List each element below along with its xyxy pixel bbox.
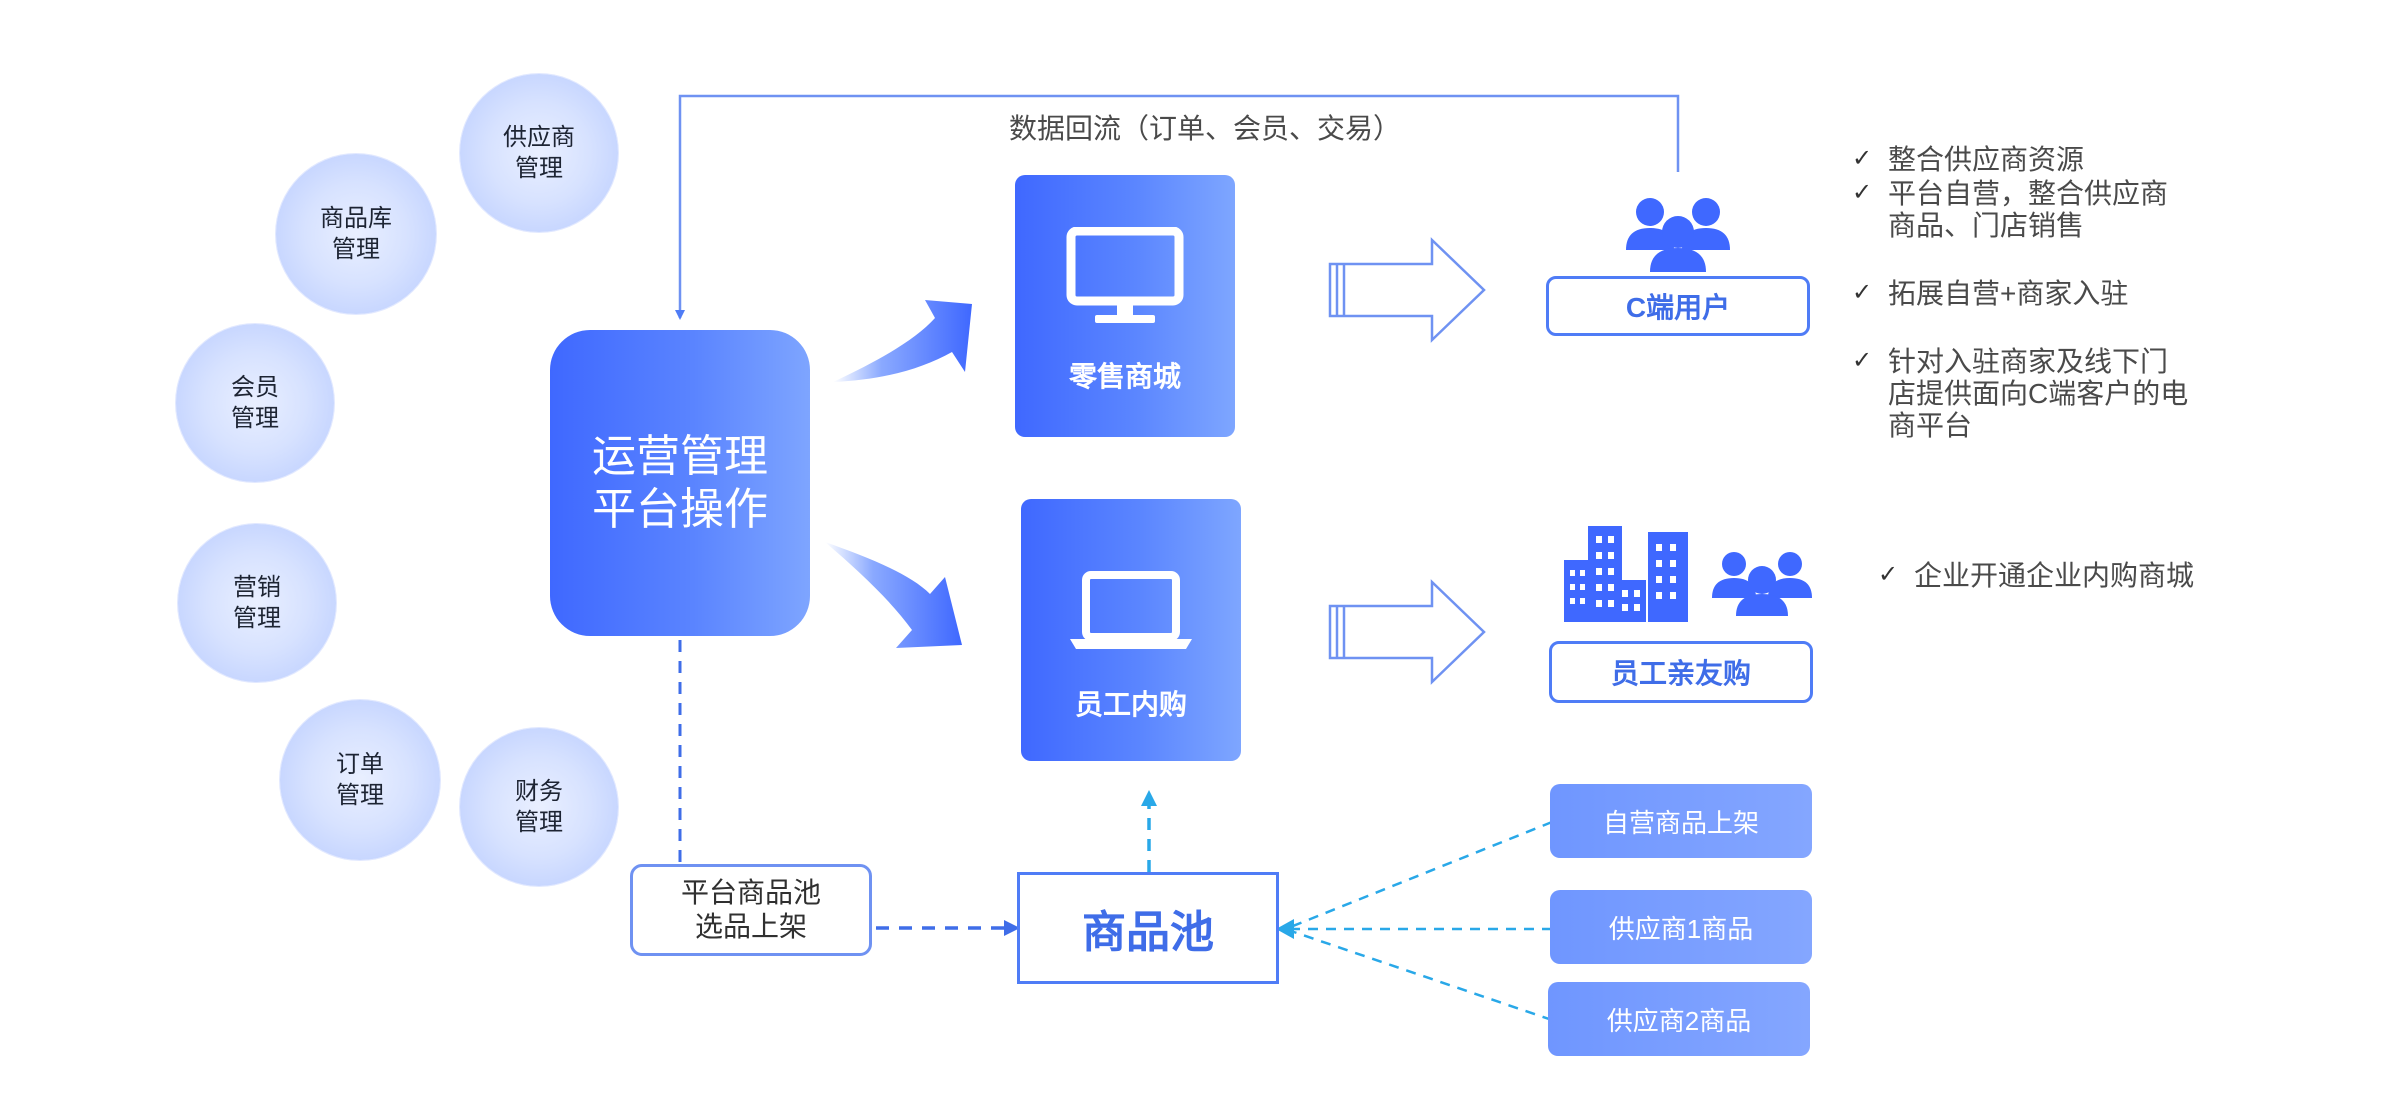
product-pool-label: 商品池 [1082,908,1214,957]
module-circle-member: 会员 管理 [176,324,334,482]
laptop-icon [1070,571,1192,649]
benefit-item: ✓ 平台自营，整合供应商 商品、门店销售 [1852,178,2312,242]
employee-purchase-label: 员工内购 [1074,689,1187,720]
employee-purchase-card: 员工内购 [1021,499,1241,761]
module-circle-finance: 财务 管理 [460,728,618,886]
buildings-icon [1564,526,1688,622]
source-pill-supplier-1: 供应商1商品 [1550,890,1812,964]
benefit-text: 平台自营，整合供应商 商品、门店销售 [1888,178,2169,241]
module-label-product-library: 商品库 管理 [320,205,392,263]
module-circle-order: 订单 管理 [280,700,440,860]
module-circle-product-library: 商品库 管理 [276,154,436,314]
module-label-member: 会员 管理 [231,374,279,432]
benefit-text: 企业开通企业内购商城 [1914,560,2195,591]
people-group-icon [1626,198,1730,272]
data-return-label: 数据回流（订单、会员、交易） [1008,113,1401,144]
ops-platform-label: 运营管理 平台操作 [592,432,768,534]
check-icon: ✓ [1852,179,1873,206]
source-label-self-operated: 自营商品上架 [1602,807,1759,838]
product-pool-box: 商品池 [1017,872,1279,984]
retail-mall-card: 零售商城 [1015,175,1235,437]
benefit-item: ✓ 针对入驻商家及线下门 店提供面向C端客户的电 商平台 [1852,346,2312,442]
c-user-label: C端用户 [1625,292,1731,323]
dashed-line-source-1 [1287,820,1553,930]
module-label-marketing: 营销 管理 [233,574,281,632]
benefit-text: 针对入驻商家及线下门 店提供面向C端客户的电 商平台 [1888,346,2189,441]
employee-friends-label: 员工亲友购 [1610,658,1751,689]
check-icon: ✓ [1852,145,1873,172]
module-circle-supplier: 供应商 管理 [460,74,618,232]
check-icon: ✓ [1852,279,1873,306]
monitor-icon [1066,227,1184,323]
benefit-text: 拓展自营+商家入驻 [1888,278,2129,309]
benefit-item: ✓ 企业开通企业内购商城 [1878,560,2318,592]
c-user-benefits-list: ✓ 整合供应商资源 ✓ 平台自营，整合供应商 商品、门店销售 ✓ 拓展自营+商家… [1852,144,2312,442]
employee-benefits-list: ✓ 企业开通企业内购商城 [1878,560,2318,592]
source-pill-self-operated: 自营商品上架 [1550,784,1812,858]
data-return-line [675,94,1680,320]
module-circle-marketing: 营销 管理 [178,524,336,682]
curved-arrow-to-retail [833,300,972,382]
platform-pool-select-label: 平台商品池 选品上架 [680,877,821,942]
benefit-item: ✓ 拓展自营+商家入驻 [1852,278,2312,310]
hollow-arrow-mid [1328,579,1486,685]
pool-inbound-arrowhead [1276,919,1294,939]
benefit-item: ✓ 整合供应商资源 [1852,144,2312,176]
c-user-box: C端用户 [1546,276,1810,336]
check-icon: ✓ [1852,347,1873,374]
module-label-order: 订单 管理 [336,751,384,809]
platform-pool-select-box: 平台商品池 选品上架 [630,864,872,956]
dashed-line-source-3 [1287,928,1553,1022]
source-pill-supplier-2: 供应商2商品 [1548,982,1810,1056]
module-label-supplier: 供应商 管理 [503,124,575,182]
retail-mall-label: 零售商城 [1068,361,1181,392]
people-icon-employee [1712,552,1812,616]
source-label-supplier-2: 供应商2商品 [1606,1005,1752,1036]
curved-arrow-to-employee [825,542,962,648]
ops-platform-card: 运营管理 平台操作 [550,330,810,636]
hollow-arrow-top [1328,237,1486,343]
check-icon: ✓ [1878,561,1899,588]
employee-friends-box: 员工亲友购 [1549,641,1813,703]
source-label-supplier-1: 供应商1商品 [1608,913,1754,944]
module-label-finance: 财务 管理 [515,778,563,836]
benefit-text: 整合供应商资源 [1888,144,2085,175]
